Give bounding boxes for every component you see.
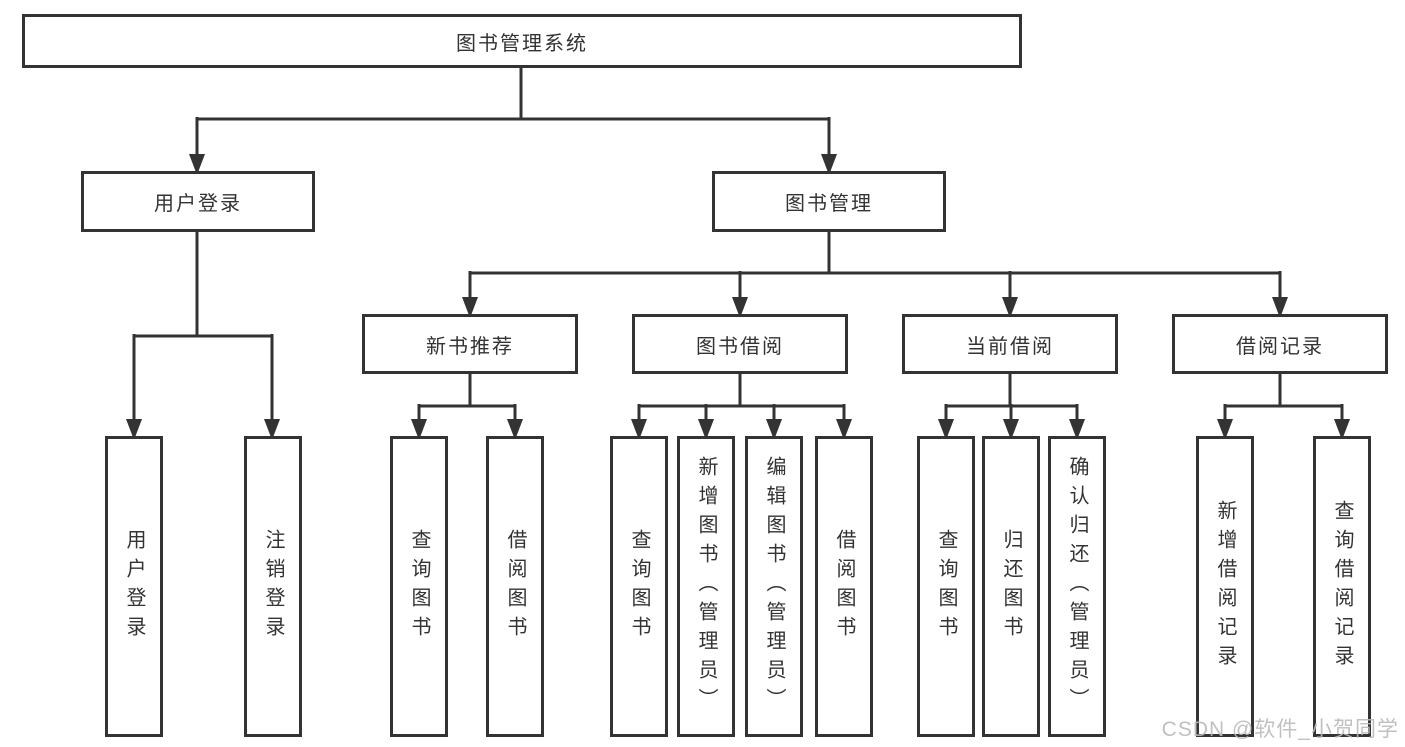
leaf-add-borrow-record: 新增借阅记录	[1196, 436, 1254, 737]
node-book-management: 图书管理	[712, 171, 946, 232]
node-new-book-recommend: 新书推荐	[362, 314, 578, 374]
leaf-edit-book-admin: 编辑图书（管理员）	[745, 436, 803, 737]
node-user-login: 用户登录	[81, 171, 315, 232]
leaf-label: 查询图书	[408, 528, 430, 645]
leaf-label: 新增图书（管理员）	[695, 456, 717, 717]
node-borrow-records: 借阅记录	[1172, 314, 1388, 374]
node-system-root: 图书管理系统	[22, 14, 1022, 68]
leaf-label: 归还图书	[1000, 528, 1022, 645]
node-book-borrow: 图书借阅	[632, 314, 848, 374]
leaf-label: 用户登录	[123, 528, 145, 645]
leaf-query-books-borrow: 查询图书	[610, 436, 668, 737]
leaf-query-borrow-record: 查询借阅记录	[1313, 436, 1371, 737]
leaf-label: 查询借阅记录	[1331, 499, 1353, 674]
node-current-borrow: 当前借阅	[902, 314, 1118, 374]
leaf-confirm-return-admin: 确认归还（管理员）	[1048, 436, 1106, 737]
leaf-query-books-recommend: 查询图书	[390, 436, 448, 737]
leaf-label: 确认归还（管理员）	[1066, 456, 1088, 717]
leaf-add-book-admin: 新增图书（管理员）	[677, 436, 735, 737]
watermark: CSDN @软件_小贺同学	[1161, 718, 1399, 741]
leaf-label: 查询图书	[628, 528, 650, 645]
leaf-label: 新增借阅记录	[1214, 499, 1236, 674]
leaf-label: 编辑图书（管理员）	[763, 456, 785, 717]
arrowhead-icons	[126, 154, 1350, 440]
leaf-label: 注销登录	[262, 528, 284, 645]
leaf-borrow-books: 借阅图书	[815, 436, 873, 737]
leaf-user-login: 用户登录	[105, 436, 163, 737]
leaf-label: 查询图书	[935, 528, 957, 645]
leaf-logout: 注销登录	[244, 436, 302, 737]
leaf-return-book: 归还图书	[982, 436, 1040, 737]
leaf-label: 借阅图书	[833, 528, 855, 645]
leaf-label: 借阅图书	[504, 528, 526, 645]
leaf-borrow-books-recommend: 借阅图书	[486, 436, 544, 737]
leaf-query-books-current: 查询图书	[917, 436, 975, 737]
